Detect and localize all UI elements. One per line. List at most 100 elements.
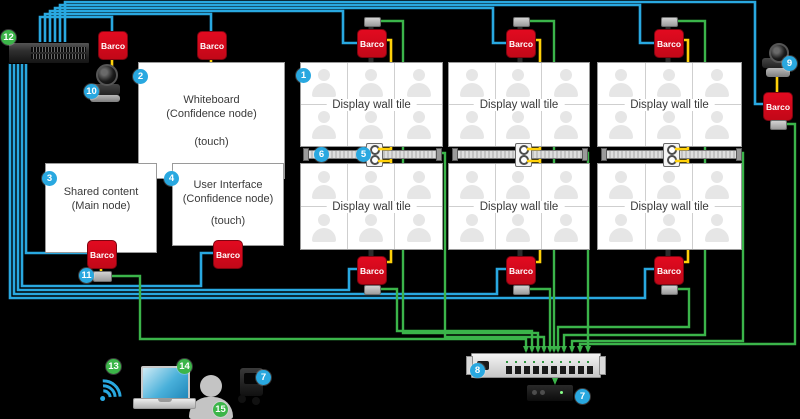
person-silhouette (608, 214, 634, 242)
wall-label: Display wall tile (326, 98, 417, 111)
whiteboard-node-box: Whiteboard (Confidence node) (touch) (138, 62, 285, 179)
wall-cell (598, 206, 646, 249)
barco-label: Barco (215, 249, 241, 260)
person-silhouette (553, 171, 579, 199)
badge-6: 6 (314, 147, 329, 162)
person-silhouette (553, 214, 579, 242)
connector-top-3 (661, 17, 678, 27)
camera-base (766, 68, 790, 77)
whiteboard-touch: (touch) (194, 135, 229, 148)
connector-main-node (93, 271, 112, 282)
wall-label: Display wall tile (473, 200, 565, 213)
wall-cell (646, 206, 694, 249)
barco-device-wall-top-2: Barco (506, 29, 536, 58)
person-silhouette (459, 111, 485, 139)
barco-device-user-interface: Barco (213, 240, 243, 269)
barco-device-whiteboard: Barco (197, 31, 227, 60)
wall-cell (693, 105, 741, 147)
badge-5: 5 (356, 147, 371, 162)
wall-cell (542, 207, 589, 250)
wall-cell (301, 206, 348, 249)
person-silhouette (358, 111, 384, 139)
person-silhouette (311, 111, 337, 139)
display-wall-bottom-2: Display wall tile (448, 163, 590, 250)
barco-device-wall-bottom-2: Barco (506, 256, 536, 285)
person-silhouette (704, 69, 730, 97)
barco-label: Barco (199, 40, 225, 51)
connector-bottom-1 (364, 285, 381, 295)
switch-ports-row (31, 47, 86, 52)
barco-label: Barco (359, 38, 385, 49)
person-silhouette (656, 171, 682, 199)
wall-cell (348, 206, 395, 249)
person-silhouette (459, 69, 485, 97)
person-silhouette (406, 171, 432, 199)
person-silhouette (553, 69, 579, 97)
badge-13: 13 (106, 359, 121, 374)
barco-label: Barco (508, 265, 534, 276)
display-wall-top-3: Display wall tile (597, 62, 742, 147)
barco-device-camera: Barco (763, 92, 793, 121)
badge-7-portable: 7 (256, 370, 271, 385)
shared-content-subtitle: (Main node) (71, 200, 131, 213)
barco-label: Barco (508, 38, 534, 49)
barco-label: Barco (765, 101, 791, 112)
network-switch (8, 42, 90, 64)
wall-cell (496, 104, 543, 146)
control-processor (526, 384, 574, 402)
person-silhouette (358, 171, 384, 199)
badge-8: 8 (470, 363, 485, 378)
wall-cell (646, 104, 694, 146)
wall-cell (496, 206, 543, 249)
wall-cell (395, 105, 442, 147)
user-interface-node-box: User Interface (Confidence node) (touch) (172, 163, 284, 246)
wall-cell (693, 207, 741, 250)
person-silhouette (704, 111, 730, 139)
person-silhouette (358, 214, 384, 242)
user-interface-touch: (touch) (210, 214, 246, 227)
connector-camera (770, 120, 787, 130)
person-silhouette (704, 171, 730, 199)
rail-mount-device-3 (663, 143, 680, 167)
laptop-base (133, 398, 196, 409)
person-silhouette (311, 214, 337, 242)
person-silhouette (459, 214, 485, 242)
person-silhouette (459, 171, 485, 199)
badge-2: 2 (133, 69, 148, 84)
person-silhouette (406, 214, 432, 242)
wall-label: Display wall tile (624, 200, 715, 213)
barco-label: Barco (656, 38, 682, 49)
person-silhouette (656, 111, 682, 139)
connector-bottom-2 (513, 285, 530, 295)
connector-top-2 (513, 17, 530, 27)
device-port (532, 390, 537, 395)
wall-cell (449, 206, 496, 249)
person-silhouette (704, 214, 730, 242)
user-interface-subtitle: (Confidence node) (182, 193, 274, 206)
barco-device-switch-feed: Barco (98, 31, 128, 60)
port-leds (506, 361, 593, 363)
badge-11: 11 (79, 268, 94, 283)
barco-device-wall-top-1: Barco (357, 29, 387, 58)
camera-body (762, 58, 794, 68)
badge-12: 12 (1, 30, 16, 45)
person-silhouette (311, 171, 337, 199)
barco-device-shared-content: Barco (87, 240, 117, 269)
barco-label: Barco (359, 265, 385, 276)
wall-cell (395, 207, 442, 250)
camera-lens (96, 64, 118, 86)
user-interface-title: User Interface (193, 179, 263, 191)
badge-14: 14 (177, 359, 192, 374)
person-silhouette (608, 111, 634, 139)
display-wall-bottom-1: Display wall tile (300, 163, 443, 250)
display-wall-top-2: Display wall tile (448, 62, 590, 147)
rail-mount-device-2 (515, 143, 532, 167)
person-silhouette (505, 171, 531, 199)
badge-3: 3 (42, 171, 57, 186)
matrix-switcher (466, 353, 606, 378)
wall-cell (598, 104, 646, 146)
connector-bottom-3 (661, 285, 678, 295)
person-silhouette (406, 111, 432, 139)
barco-label: Barco (656, 265, 682, 276)
